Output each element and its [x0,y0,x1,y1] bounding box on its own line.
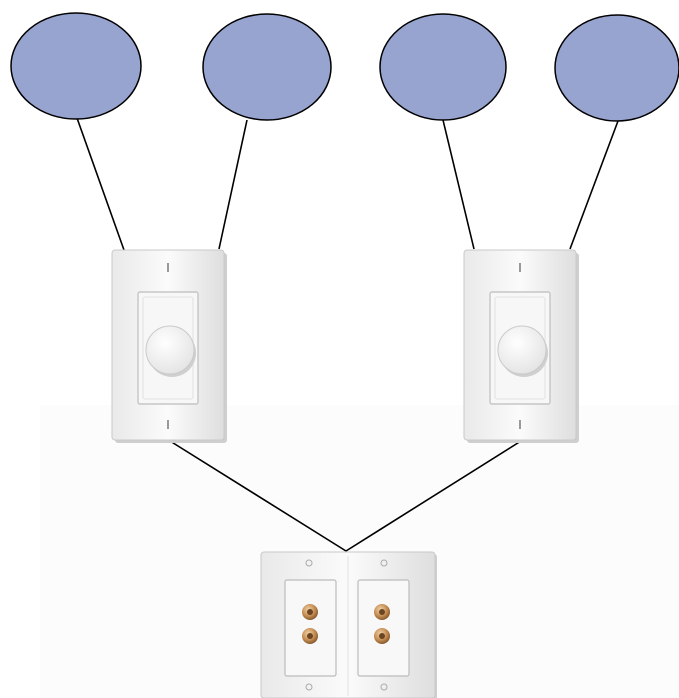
wire-speaker-3 [442,119,475,250]
speakers [10,12,679,122]
volume-control-left-icon [111,249,227,443]
wire-speaker-1 [76,117,125,251]
wire-speaker-4 [569,120,619,250]
speaker-4-icon [554,14,679,122]
volume-control-right-icon [463,249,579,443]
wire-left-control [169,440,347,552]
speaker-wires [76,117,619,251]
wire-speaker-2 [218,119,248,250]
speaker-wall-plate-icon [260,551,437,698]
speaker-2-icon [202,13,332,121]
control-wires [169,440,522,552]
speaker-3-icon [379,13,507,121]
speaker-1-icon [10,12,142,120]
wire-right-control [345,440,522,552]
